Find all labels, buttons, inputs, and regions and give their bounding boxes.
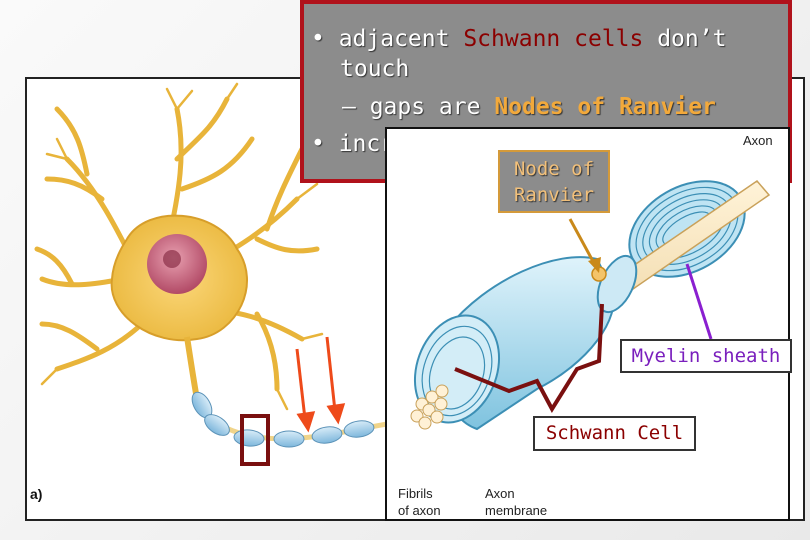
schwann-cell-callout: Schwann Cell: [533, 416, 696, 451]
node-highlight-box: [240, 414, 270, 466]
axon-membrane-label: Axon membrane: [485, 486, 548, 518]
myelin-sheath-callout: Myelin sheath: [620, 339, 792, 373]
callout-pointers: [454, 218, 713, 413]
schwann-cells-highlight: Schwann cells: [463, 26, 644, 52]
nodes-of-ranvier-highlight: Nodes of Ranvier: [494, 94, 716, 120]
axon-hillock: [184, 336, 200, 400]
sub-bullet-gaps: – gaps are Nodes of Ranvier: [342, 94, 716, 120]
panel-a-label: a): [30, 486, 43, 502]
myelinated-axon-diagram: [410, 180, 771, 431]
myelinated-axon-detail-panel: Axon Fibrils of axon Axon membrane: [385, 127, 790, 521]
fibrils-of-axon-label: Fibrils of axon: [398, 486, 441, 518]
node-arrows: [295, 336, 346, 433]
axon-label-top: Axon: [743, 133, 773, 148]
bullet-adjacent-schwann: • adjacent Schwann cells don’t: [311, 26, 727, 52]
node-of-ranvier-callout: Node of Ranvier: [498, 150, 610, 213]
bullet-touch-continuation: touch: [340, 56, 410, 82]
bullet-incr: • incr: [311, 131, 395, 157]
axon-fibrils: [410, 384, 449, 430]
neuron-illustration: [34, 82, 388, 466]
